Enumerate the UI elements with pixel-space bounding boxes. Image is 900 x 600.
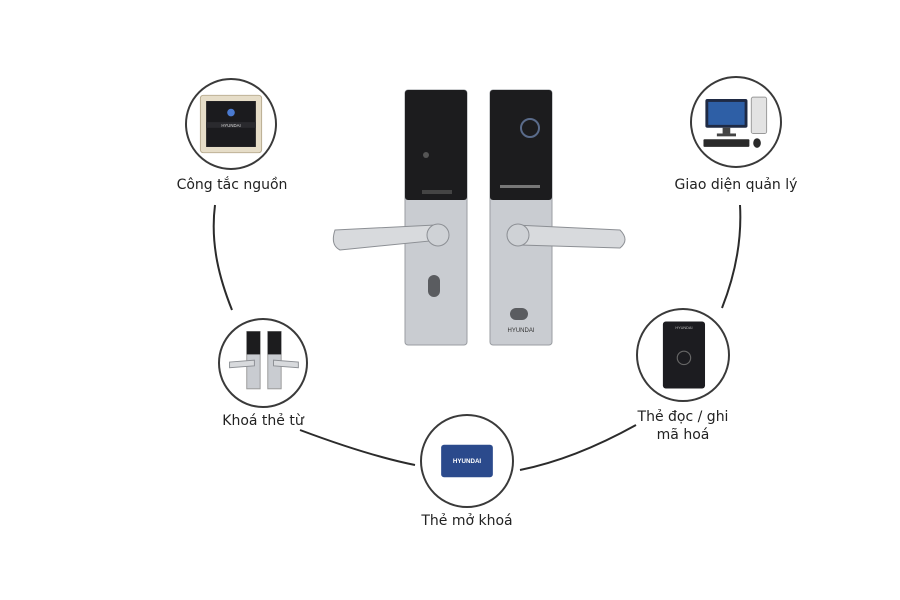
connector-lock-to-unlockcard [299,429,416,466]
power-switch-node: HYUNDAI [185,78,277,170]
unlock-card-brand: HYUNDAI [453,458,482,465]
card-lock-node [218,318,308,408]
key-card-icon: HYUNDAI [441,444,493,478]
computer-icon [703,96,768,148]
card-encoder-label-line1: Thẻ đọc / ghi [637,409,729,425]
connector-encoder-to-interface [721,204,742,309]
unlock-card-label: Thẻ mở khoá [421,513,513,529]
connector-power-to-lock [212,204,233,311]
card-encoder-brand: HYUNDAI [675,326,692,330]
management-interface-node [690,76,782,168]
card-lock-label: Khoá thẻ từ [222,413,304,429]
management-interface-label: Giao diện quản lý [674,177,798,193]
power-switch-label: Công tắc nguồn [176,177,288,193]
power-switch-icon: HYUNDAI [199,94,263,154]
card-encoder-label-line2: mã hoá [656,427,710,443]
connector-unlockcard-to-encoder [519,424,637,471]
power-switch-brand: HYUNDAI [221,123,240,128]
hotel-door-lock-icon: HYUNDAI [330,80,630,360]
card-encoder-node: HYUNDAI [636,308,730,402]
card-encoder-icon: HYUNDAI [662,321,706,389]
card-encoder-label: Thẻ đọc / ghi mã hoá [608,408,758,444]
center-brand: HYUNDAI [507,328,534,334]
unlock-card-node: HYUNDAI [420,414,514,508]
door-lock-icon [229,330,299,390]
